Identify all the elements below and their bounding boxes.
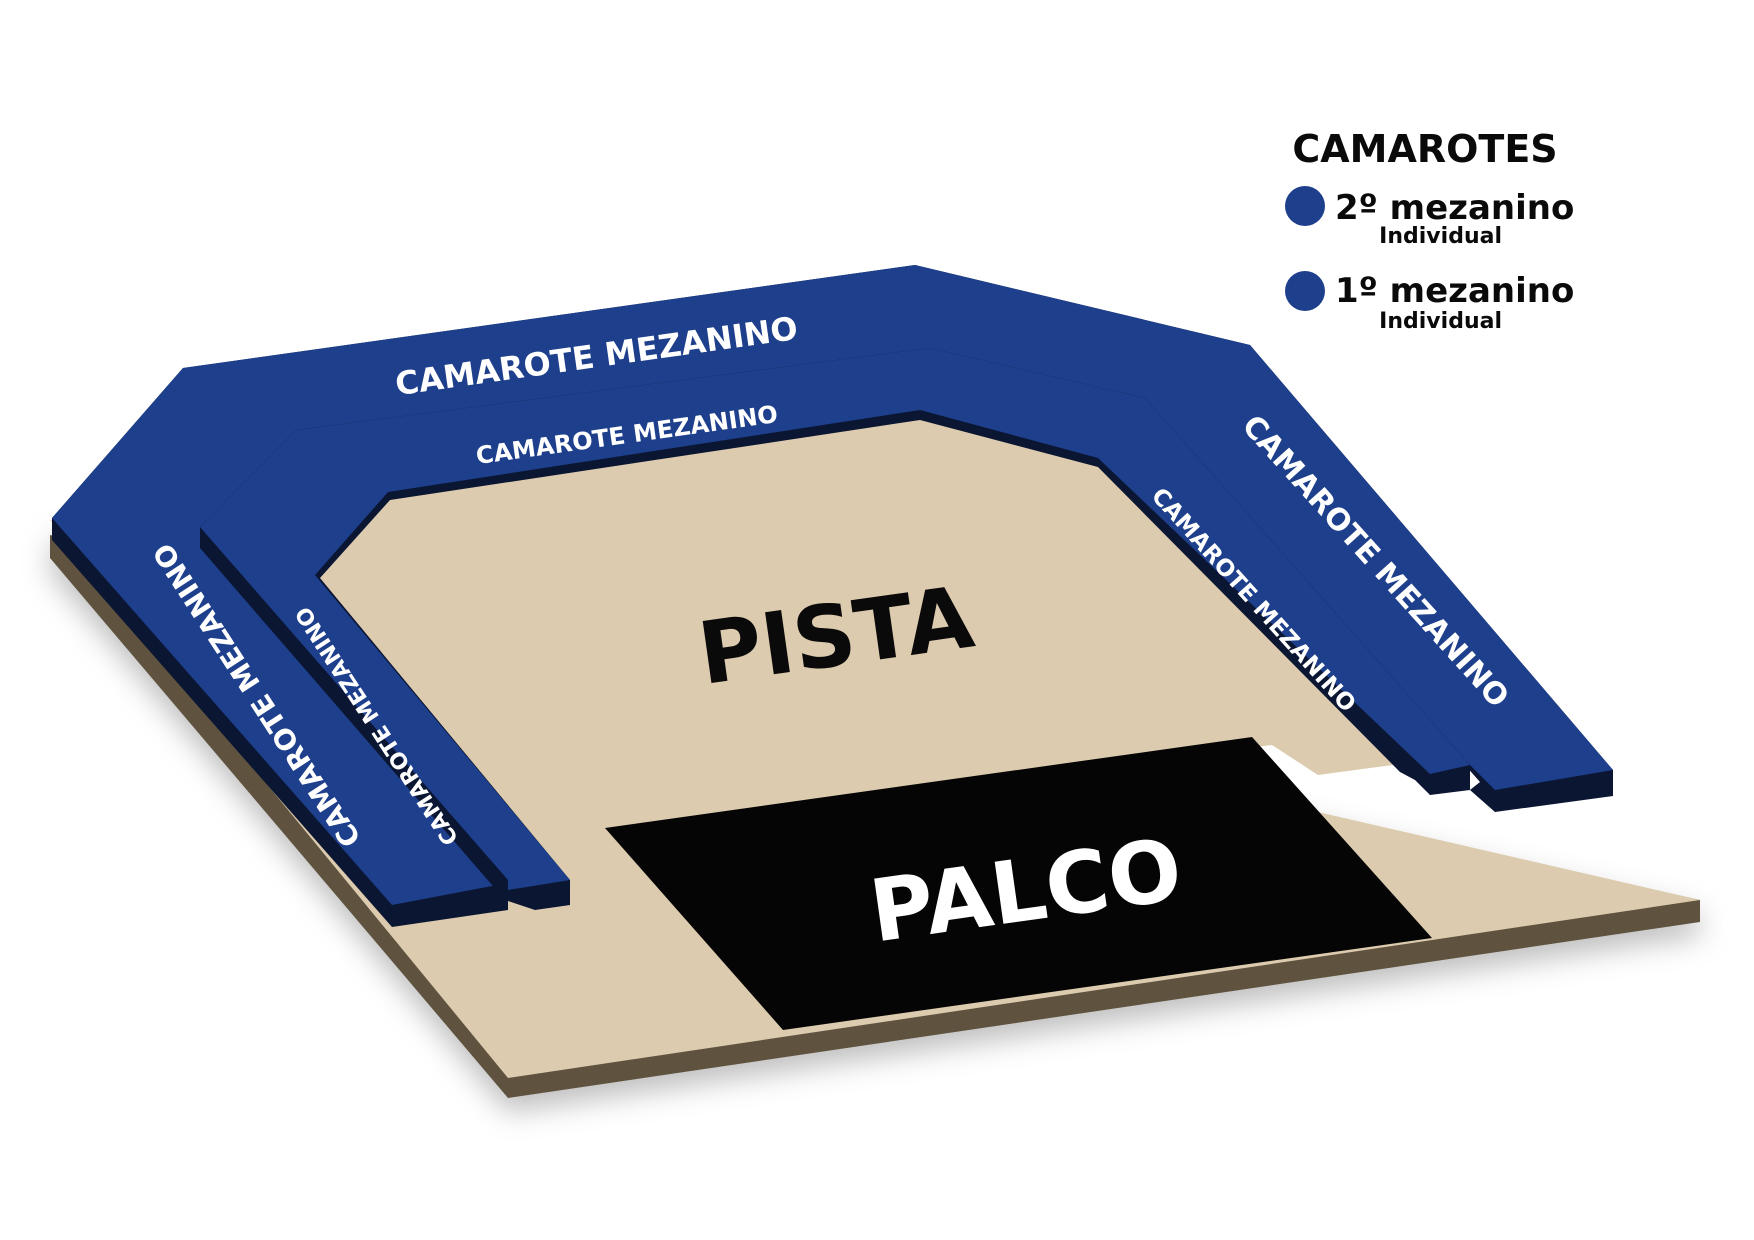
legend-sub-1: Individual — [1379, 309, 1502, 334]
camarote-inner[interactable] — [200, 348, 1470, 910]
camarote-outer-top[interactable] — [52, 265, 1613, 905]
camarote-inner-top[interactable] — [200, 348, 1470, 890]
legend-item-2-mezanino: 2º mezanino Individual — [1285, 186, 1574, 249]
legend-label-2: 2º mezanino — [1335, 188, 1574, 228]
pista-area[interactable] — [320, 415, 1430, 885]
legend-item-1-mezanino: 1º mezanino Individual — [1285, 271, 1574, 334]
palco-stage[interactable] — [605, 737, 1432, 1030]
legend-sub-2: Individual — [1379, 224, 1502, 249]
legend-swatch-1 — [1285, 271, 1325, 311]
camarote-outer[interactable] — [52, 265, 1613, 927]
legend: CAMAROTES 2º mezanino Individual 1º meza… — [1285, 127, 1574, 334]
legend-title: CAMAROTES — [1292, 127, 1557, 171]
legend-swatch-2 — [1285, 186, 1325, 226]
legend-label-1: 1º mezanino — [1335, 271, 1574, 311]
